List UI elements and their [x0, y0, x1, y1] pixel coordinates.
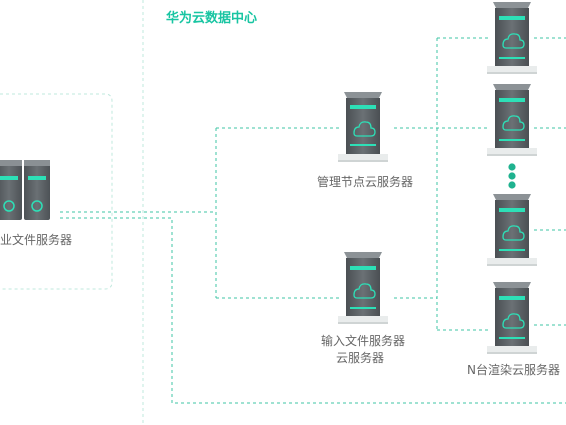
management-node-label: 管理节点云服务器 [317, 175, 414, 189]
enterprise-frame [0, 93, 113, 290]
vertical-ellipsis-icon [508, 163, 516, 189]
render-server-4-icon [487, 282, 537, 354]
enterprise-file-server-icon [0, 160, 50, 220]
input-file-server-label-line2: 云服务器 [336, 351, 385, 365]
render-server-3-icon [487, 194, 537, 266]
bottom-return-link [60, 217, 566, 404]
render-server-2-icon [487, 84, 537, 156]
render-server-1-icon [487, 2, 537, 74]
page-title: 华为云数据中心 [166, 11, 258, 26]
input-file-server-icon [338, 252, 388, 324]
render-servers-label: N台渲染云服务器 [467, 363, 560, 377]
input-file-server-label-line1: 输入文件服务器 [321, 334, 406, 348]
management-node-server-icon [338, 92, 388, 162]
enterprise-file-server-label: 业文件服务器 [0, 233, 73, 247]
